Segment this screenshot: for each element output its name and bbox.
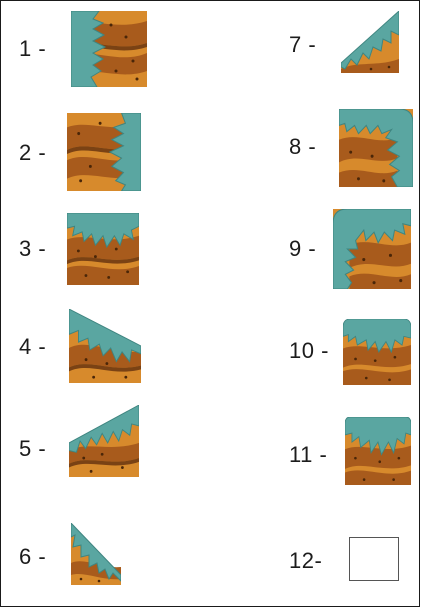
tile-number-label: 10 - <box>289 338 329 363</box>
tile-number-label: 7 - <box>289 32 317 57</box>
tile-number-label: 2 - <box>19 140 47 165</box>
tile-item-10: 10 - <box>289 311 419 391</box>
tile-item-12: 12- <box>289 521 419 601</box>
tile-item-8: 8 - <box>289 107 419 187</box>
tile-number-label: 9 - <box>289 236 317 261</box>
tile-slope-down-right-image[interactable] <box>69 309 141 383</box>
tile-item-11: 11 - <box>289 415 419 495</box>
tile-number-label: 6 - <box>19 544 47 569</box>
tile-item-6: 6 - <box>19 517 179 597</box>
tile-number-label: 11 - <box>289 442 328 467</box>
tile-item-1: 1 - <box>19 9 179 89</box>
tile-number-label: 5 - <box>19 436 47 461</box>
tile-right-edge-image[interactable] <box>67 113 141 191</box>
empty-tile-slot[interactable] <box>349 537 399 581</box>
tile-top-edge-image[interactable] <box>67 213 139 285</box>
tile-number-label: 4 - <box>19 334 47 359</box>
tile-item-5: 5 - <box>19 405 179 489</box>
tile-item-9: 9 - <box>289 209 419 289</box>
tile-item-2: 2 - <box>19 113 179 193</box>
tile-item-4: 4 - <box>19 307 179 387</box>
tile-top-edge-rounded-alt-image[interactable] <box>345 417 411 485</box>
tile-number-label: 1 - <box>19 36 47 61</box>
tile-item-7: 7 - <box>289 5 419 85</box>
tile-top-edge-rounded-image[interactable] <box>343 319 411 385</box>
tile-left-edge-image[interactable] <box>71 11 147 87</box>
tile-number-label: 8 - <box>289 134 317 159</box>
tile-small-slope-image[interactable] <box>71 523 121 585</box>
tile-slope-up-right-image[interactable] <box>69 405 139 477</box>
tile-small-slope-up-image[interactable] <box>341 11 399 73</box>
tile-number-label: 3 - <box>19 236 47 261</box>
tile-top-left-corner-image[interactable] <box>333 209 411 289</box>
tile-top-right-corner-image[interactable] <box>339 109 413 187</box>
tile-number-label: 12- <box>289 548 323 573</box>
tile-item-3: 3 - <box>19 209 179 289</box>
